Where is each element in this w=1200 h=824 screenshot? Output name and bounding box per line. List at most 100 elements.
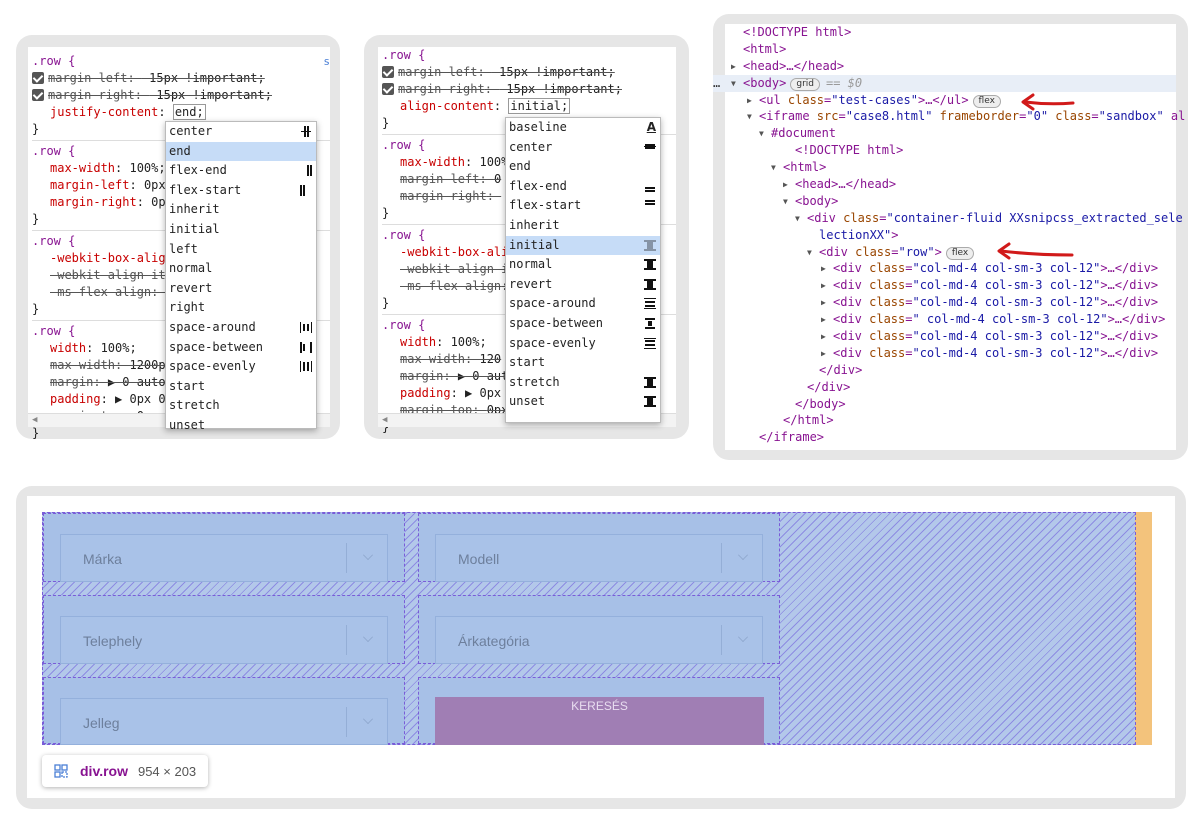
dom-node[interactable]: </body> <box>725 396 1176 413</box>
css-declaration[interactable]: max-width: 1200px <box>50 358 173 372</box>
brand-select[interactable]: Márka <box>60 534 388 582</box>
dropdown-option-label[interactable]: revert <box>509 276 553 291</box>
css-property-name[interactable]: -ms-flex-align <box>50 285 152 299</box>
collapse-triangle-icon[interactable]: ▶ <box>731 61 736 71</box>
css-property-value[interactable]: ▶ 0 auto; <box>107 375 173 389</box>
css-property-value[interactable]: end; <box>172 104 206 120</box>
css-declaration[interactable]: -ms-flex-align: <box>50 285 166 299</box>
css-property-name[interactable]: max-width <box>400 155 466 169</box>
dom-node-text[interactable]: <div class="col-md-4 col-sm-3 col-12">…<… <box>833 329 1159 344</box>
dom-node-text[interactable]: <body> <box>743 75 787 90</box>
dom-node[interactable]: ▼ <div class="container-fluid XXsnipcss_e… <box>725 210 1183 227</box>
dropdown-option-label[interactable]: initial <box>169 221 220 236</box>
dom-node[interactable]: …▼<body>grid== $0 <box>713 74 1176 92</box>
dropdown-option-label[interactable]: space-around <box>169 319 256 334</box>
css-declaration[interactable]: margin-right: <box>400 189 502 203</box>
dropdown-option-flex-start[interactable]: flex-start <box>166 181 316 201</box>
css-property-value[interactable]: initial; <box>508 98 571 114</box>
dom-node-text[interactable]: <body> <box>795 193 839 208</box>
dropdown-option-space-evenly[interactable]: space-evenly <box>166 357 316 377</box>
css-property-name[interactable]: -webkit-align-items <box>50 268 188 282</box>
dropdown-option-initial[interactable]: initial <box>506 235 660 256</box>
css-property-name[interactable]: -webkit-box-align <box>50 251 173 265</box>
css-property-value[interactable]: -15px !important; <box>149 88 272 102</box>
dropdown-option-revert[interactable]: revert <box>506 275 660 295</box>
dropdown-option-unset[interactable]: unset <box>506 392 660 412</box>
dom-node-text[interactable]: </div> <box>819 362 863 377</box>
css-property-name[interactable]: margin-left <box>48 71 128 85</box>
css-declaration[interactable]: margin-left: -15px !important; <box>382 64 676 81</box>
dom-node[interactable]: ▶<ul class="test-cases">…</ul>flex <box>725 92 1176 109</box>
dom-node[interactable]: ▼<body> <box>725 193 1176 210</box>
css-property-name[interactable]: margin-right <box>400 189 487 203</box>
dropdown-option-flex-start[interactable]: flex-start <box>506 196 660 216</box>
dropdown-option-label[interactable]: start <box>509 355 546 370</box>
dropdown-option-end[interactable]: end <box>506 157 660 177</box>
dom-node-text[interactable]: </iframe> <box>759 430 825 445</box>
dropdown-option-initial[interactable]: initial <box>166 220 316 240</box>
layout-badge[interactable]: grid <box>790 77 820 91</box>
dropdown-option-label[interactable]: stretch <box>509 374 560 389</box>
dropdown-option-stretch[interactable]: stretch <box>166 396 316 416</box>
css-property-value[interactable]: 100%; <box>450 335 487 349</box>
location-select[interactable]: Telephely <box>60 616 388 664</box>
dropdown-option-label[interactable]: space-between <box>169 339 263 354</box>
css-property-name[interactable]: -webkit-box-ali <box>400 245 509 259</box>
expand-triangle-icon[interactable]: ▼ <box>747 112 752 122</box>
dom-node-text[interactable]: <div class="row"> <box>819 244 942 259</box>
dom-node-text[interactable]: </body> <box>795 396 846 411</box>
dropdown-option-revert[interactable]: revert <box>166 279 316 299</box>
css-declaration[interactable]: max-width: 120 <box>400 352 502 366</box>
css-declaration[interactable]: max-width: 100% <box>400 155 509 169</box>
css-declaration[interactable]: margin-left: -15px !important; <box>32 70 330 87</box>
collapse-triangle-icon[interactable]: ▶ <box>821 281 826 291</box>
css-property-name[interactable]: margin-left <box>398 65 478 79</box>
type-select[interactable]: Jelleg <box>60 698 388 745</box>
dropdown-option-label[interactable]: space-evenly <box>509 335 596 350</box>
dom-node[interactable]: <html> <box>725 41 1176 58</box>
css-declaration[interactable]: margin: ▶ 0 auto; <box>50 375 173 389</box>
dropdown-option-inherit[interactable]: inherit <box>166 200 316 220</box>
dropdown-option-stretch[interactable]: stretch <box>506 373 660 393</box>
model-select[interactable]: Modell <box>435 534 763 582</box>
dropdown-option-label[interactable]: baseline <box>509 120 567 134</box>
layout-badge[interactable]: flex <box>972 94 1001 108</box>
dropdown-option-label[interactable]: center <box>509 139 553 154</box>
css-property-value[interactable]: -15px !important; <box>499 82 622 96</box>
dom-node-text[interactable]: <ul class="test-cases">…</ul> <box>759 92 969 107</box>
dropdown-option-space-around[interactable]: space-around <box>166 318 316 338</box>
expand-triangle-icon[interactable]: ▼ <box>795 213 800 223</box>
dom-node-text[interactable]: <html> <box>783 160 827 175</box>
expand-triangle-icon[interactable]: ▼ <box>771 163 776 173</box>
dropdown-option-unset[interactable]: unset <box>166 416 316 436</box>
css-declaration[interactable]: margin-right: -15px !important; <box>32 87 330 104</box>
css-property-name[interactable]: margin <box>400 369 444 383</box>
checkbox-checked-icon[interactable] <box>32 72 44 84</box>
dom-node[interactable]: ▶<div class="col-md-4 col-sm-3 col-12">…… <box>725 328 1176 345</box>
dom-node-text[interactable]: <div class="col-md-4 col-sm-3 col-12">…<… <box>833 345 1159 360</box>
dom-node-text[interactable]: <div class="col-md-4 col-sm-3 col-12">…<… <box>833 278 1159 293</box>
dropdown-option-label[interactable]: normal <box>509 257 553 272</box>
dom-node-text[interactable]: <div class="container-fluid XXsnipcss_ex… <box>807 210 1183 225</box>
source-link-icon[interactable]: s <box>323 55 330 68</box>
dropdown-option-label[interactable]: stretch <box>169 398 220 413</box>
dom-node-text[interactable]: <head>…</head> <box>795 177 897 192</box>
dropdown-option-label[interactable]: unset <box>509 394 546 409</box>
css-property-name[interactable]: max-width <box>50 358 116 372</box>
dropdown-option-center[interactable]: center <box>506 138 660 158</box>
price-category-select[interactable]: Árkategória <box>435 616 763 664</box>
expand-triangle-icon[interactable]: ▼ <box>731 78 736 88</box>
css-property-value[interactable]: 100%; <box>100 341 137 355</box>
dom-node[interactable]: ▶ <div class="col-md-4 col-sm-3 col-12">…… <box>725 277 1176 294</box>
dropdown-option-label[interactable]: start <box>169 378 206 393</box>
expand-triangle-icon[interactable]: ▼ <box>759 129 764 139</box>
ellipsis-icon[interactable]: … <box>713 75 721 90</box>
css-property-name[interactable]: margin-left <box>50 178 130 192</box>
dom-node[interactable]: <!DOCTYPE html> <box>725 24 1176 41</box>
dom-node[interactable]: ▶<div class="col-md-4 col-sm-3 col-12">…… <box>725 260 1176 277</box>
scroll-left-icon[interactable]: ◀ <box>382 415 388 425</box>
dropdown-option-end[interactable]: end <box>166 141 316 162</box>
collapse-triangle-icon[interactable]: ▶ <box>783 180 788 190</box>
css-property-name[interactable]: -ms-flex-align <box>400 279 502 293</box>
css-property-name[interactable]: align-content <box>400 99 494 113</box>
